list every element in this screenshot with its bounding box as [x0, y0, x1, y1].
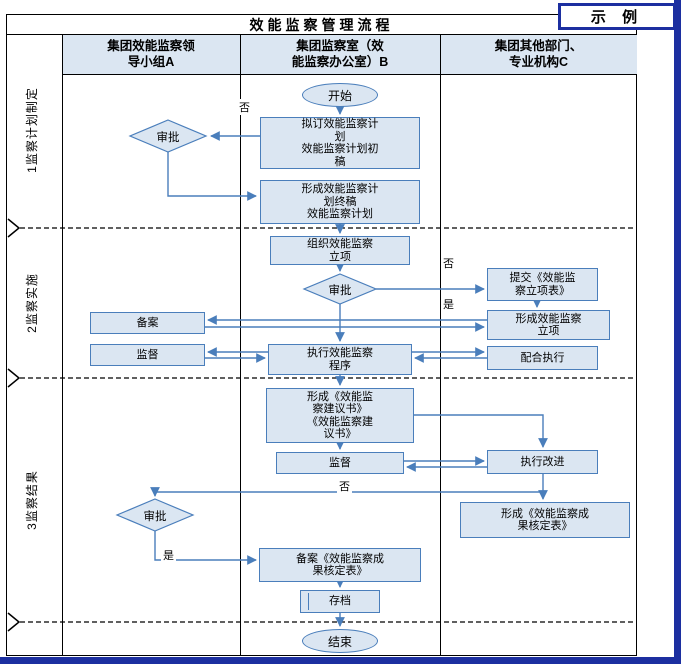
- node-supervise-2: 监督: [276, 452, 404, 474]
- node-cooperate: 配合执行: [487, 346, 598, 370]
- node-archive: 存档: [300, 590, 380, 613]
- node-approve-2-label: 审批: [328, 285, 352, 297]
- edge-label-no-3: 否: [337, 478, 352, 494]
- node-supervise-1: 监督: [90, 344, 205, 366]
- frame-bar-right: [674, 0, 681, 664]
- edge-label-yes-2: 是: [441, 296, 456, 312]
- node-form-project: 形成效能监察 立项: [487, 310, 610, 340]
- grid-line-ab: [240, 34, 241, 655]
- edge-label-no-2: 否: [441, 255, 456, 271]
- node-draft-plan: 拟订效能监察计 划 效能监察计划初 稿: [260, 117, 420, 169]
- node-record-result: 备案《效能监察成 果核定表》: [259, 548, 421, 582]
- stamp-box: 示 例: [558, 3, 676, 30]
- node-final-plan: 形成效能监察计 划终稿 效能监察计划: [260, 180, 420, 224]
- column-header-b: 集团监察室（效 能监察办公室）B: [240, 34, 440, 75]
- grid-line-strip: [62, 34, 63, 655]
- diagram-title: 效能监察管理流程: [6, 14, 637, 35]
- column-header-a: 集团效能监察领 导小组A: [62, 34, 240, 75]
- node-record-1: 备案: [90, 312, 205, 334]
- phase-label-1: 1监察计划制定: [25, 87, 39, 173]
- node-approve-1-label: 审批: [156, 132, 180, 144]
- phase-label-2: 2监察实施: [25, 273, 39, 333]
- frame-bar-bottom: [0, 657, 681, 664]
- node-approve-3-label: 审批: [143, 511, 167, 523]
- node-result-form: 形成《效能监察成 果核定表》: [460, 502, 630, 538]
- grid-line-bc: [440, 34, 441, 655]
- node-setup-project: 组织效能监察 立项: [270, 236, 410, 265]
- node-proposal: 形成《效能监 察建议书》 《效能监察建 议书》: [266, 388, 414, 443]
- edge-label-no-1: 否: [237, 99, 252, 115]
- column-header-c: 集团其他部门、 专业机构C: [440, 34, 637, 75]
- node-end: 结束: [302, 629, 378, 653]
- node-exec-procedure: 执行效能监察 程序: [268, 344, 412, 375]
- edge-label-yes-3: 是: [161, 547, 176, 563]
- phase-label-3: 3监察结果: [25, 470, 39, 530]
- node-start: 开始: [302, 83, 378, 107]
- node-submit-form: 提交《效能监 察立项表》: [487, 268, 598, 301]
- node-improve: 执行改进: [487, 450, 598, 474]
